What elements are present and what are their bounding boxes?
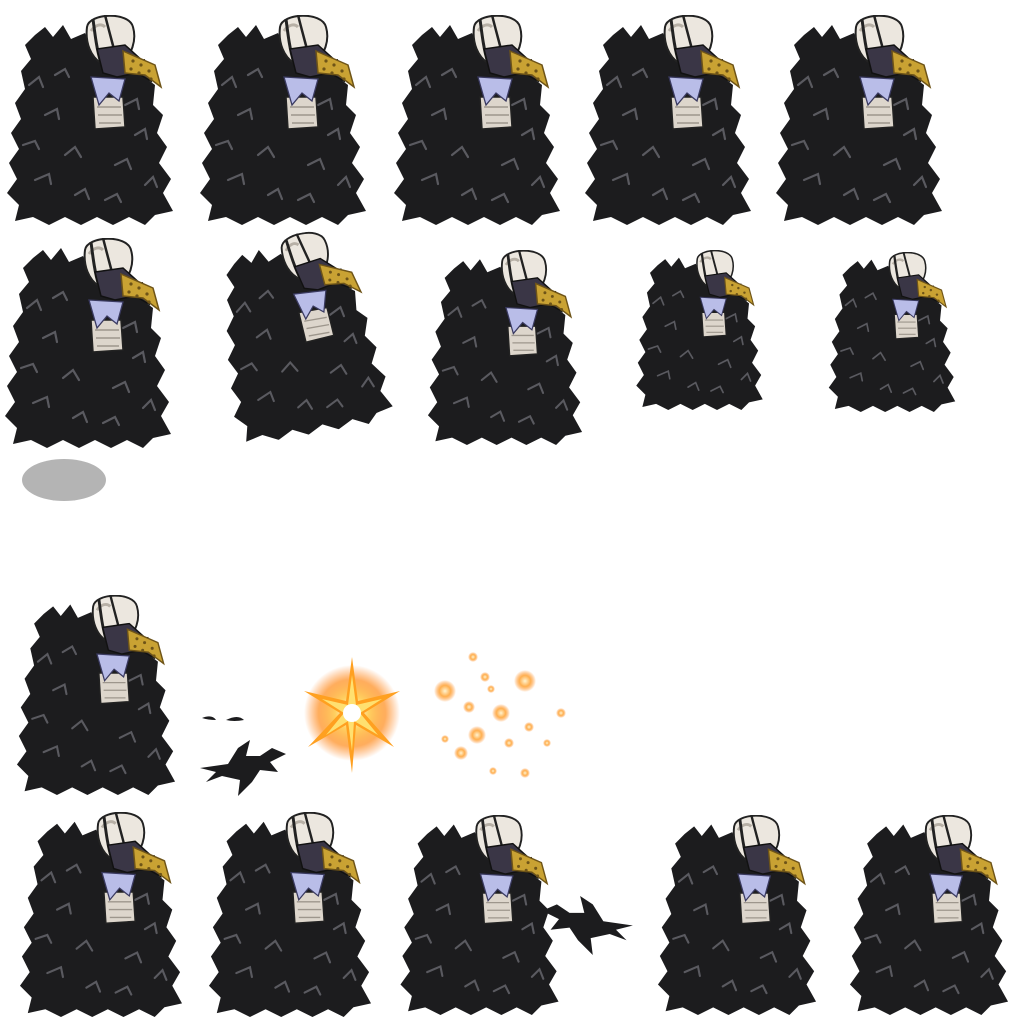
- ember-particles-icon: [425, 645, 570, 785]
- fire-burst-icon: [296, 655, 408, 775]
- plague-doctor-sprite: [840, 815, 1018, 1015]
- ground-shadow-icon: [22, 459, 106, 501]
- plague-doctor-sprite: [2, 238, 174, 448]
- plague-doctor-sprite: [774, 15, 944, 225]
- plague-doctor-sprite: [205, 812, 375, 1017]
- plague-doctor-sprite: [612, 250, 787, 410]
- plague-doctor-sprite: [806, 252, 978, 412]
- plague-doctor-sprite: [196, 238, 406, 438]
- plague-doctor-sprite: [198, 15, 368, 225]
- plague-doctor-sprite: [420, 250, 590, 445]
- crow-projectile-icon: [540, 888, 635, 963]
- plague-doctor-sprite: [392, 15, 562, 225]
- plague-doctor-sprite: [15, 812, 187, 1017]
- plague-doctor-sprite: [648, 815, 826, 1015]
- plague-doctor-sprite: [5, 595, 187, 795]
- plague-doctor-sprite: [583, 15, 753, 225]
- crow-projectile-icon: [198, 710, 288, 800]
- plague-doctor-sprite: [5, 15, 175, 225]
